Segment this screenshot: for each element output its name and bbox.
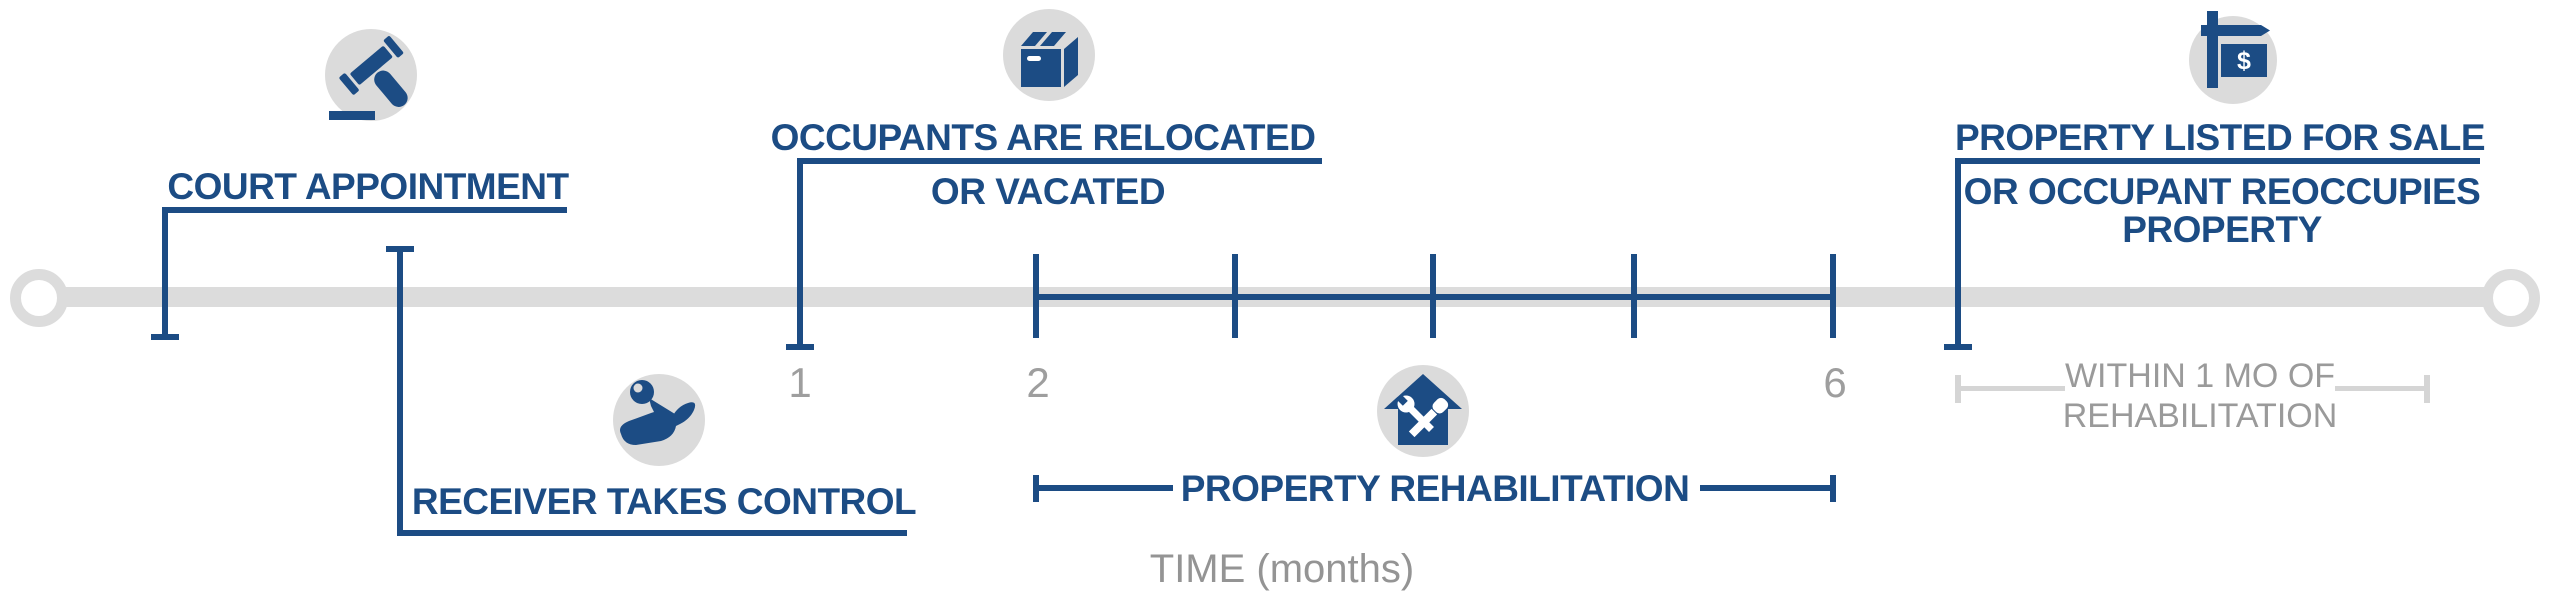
tick-month-4 [1430, 254, 1436, 338]
court-appointment-label: COURT APPOINTMENT [167, 166, 569, 207]
within-1mo-line2: REHABILITATION [2062, 397, 2338, 435]
within-1mo-label: WITHIN 1 MO OF REHABILITATION [2063, 356, 2338, 436]
timeline-end-ring [2482, 269, 2540, 327]
house-tools-icon [1377, 365, 1469, 457]
within-bracket-left-line [1955, 386, 2065, 391]
property-rehabilitation-label: PROPERTY REHABILITATION [1180, 468, 1690, 509]
occupants-connector-cap [786, 344, 814, 350]
tick-label-2: 2 [1026, 359, 1050, 406]
rehab-bracket-left-line [1033, 485, 1173, 491]
rehab-bracket-right-line [1700, 485, 1836, 491]
sale-connector-rule [1955, 158, 2480, 164]
property-listed-line2: OR OCCUPANT REOCCUPIES [1963, 171, 2481, 212]
timeline-start-ring [10, 269, 68, 327]
tick-month-5 [1631, 254, 1637, 338]
tick-label-1: 1 [788, 359, 812, 406]
court-connector-drop [162, 207, 168, 334]
moving-box-icon [1003, 9, 1095, 101]
tick-label-6: 6 [1823, 359, 1847, 406]
receiver-connector-rule [397, 530, 907, 536]
property-listed-line3: PROPERTY [2122, 209, 2322, 250]
within-1mo-line1: WITHIN 1 MO OF [2064, 357, 2336, 395]
court-connector-cap [151, 334, 179, 340]
dollar-sign: $ [2237, 47, 2251, 75]
axis-title: TIME (months) [1149, 547, 1415, 591]
receiver-connector-drop [397, 246, 403, 536]
receiver-takes-control-label: RECEIVER TAKES CONTROL [411, 481, 917, 522]
tick-month-2 [1033, 254, 1039, 338]
occupants-connector-rule [797, 158, 1322, 164]
property-listed-line1: PROPERTY LISTED FOR SALE [1954, 117, 2486, 158]
occupants-relocated-line1: OCCUPANTS ARE RELOCATED [770, 117, 1316, 158]
rehab-bracket-right-cap [1830, 475, 1836, 502]
occupants-connector-drop [797, 158, 803, 346]
key-hand-icon [613, 374, 705, 466]
within-bracket-right-line [2335, 386, 2427, 391]
tick-month-3 [1232, 254, 1238, 338]
gavel-icon [325, 29, 417, 121]
court-connector-rule [162, 207, 567, 213]
sale-sign-icon: $ [2189, 11, 2277, 104]
occupants-relocated-line2: OR VACATED [930, 171, 1166, 212]
sale-connector-drop [1955, 158, 1961, 346]
tick-month-6 [1830, 254, 1836, 338]
within-bracket-right-cap [2424, 375, 2430, 403]
sale-connector-cap [1944, 344, 1972, 350]
